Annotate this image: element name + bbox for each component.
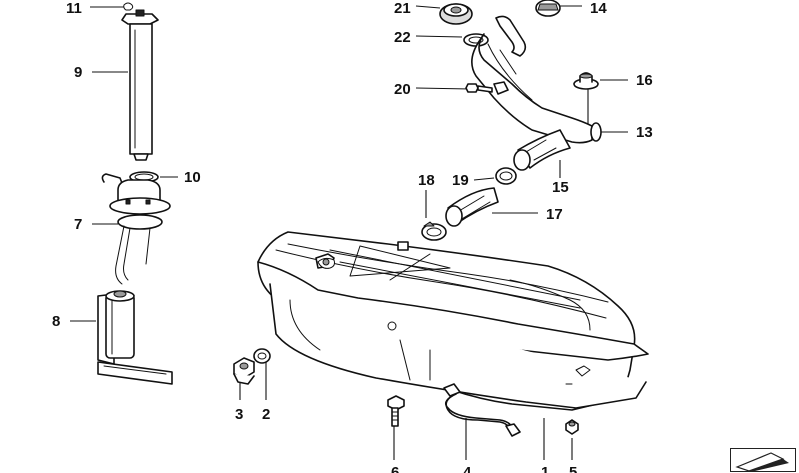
part-7-pump-flange: [101, 173, 171, 285]
callout-8[interactable]: 8: [52, 313, 61, 330]
part-16-vent-valve: [573, 72, 599, 90]
callout-15[interactable]: 15: [552, 179, 569, 196]
part-5-nut: [565, 419, 579, 435]
callout-4[interactable]: 4: [463, 464, 472, 473]
callout-18[interactable]: 18: [418, 172, 435, 189]
part-6-bolt: [387, 395, 405, 427]
diagram-arrow-logo-icon: [730, 448, 796, 472]
callout-10[interactable]: 10: [184, 169, 201, 186]
callout-1[interactable]: 1: [541, 464, 550, 473]
part-15-hose: [513, 129, 571, 171]
callout-21[interactable]: 21: [394, 0, 411, 17]
callout-20[interactable]: 20: [394, 81, 411, 98]
callout-2[interactable]: 2: [262, 406, 271, 423]
part-17-lower-hose: [445, 187, 499, 227]
part-14-clamp: [535, 0, 561, 17]
callout-5[interactable]: 5: [569, 464, 578, 473]
callout-9[interactable]: 9: [74, 64, 83, 81]
callout-14[interactable]: 14: [590, 0, 607, 17]
part-8-fuel-pump: [97, 290, 173, 385]
part-3-drain-plug: [233, 357, 255, 385]
part-13-filler-neck: [471, 15, 602, 144]
part-18-clamp: [421, 221, 447, 241]
callout-19[interactable]: 19: [452, 172, 469, 189]
part-21-filler-cap: [439, 3, 473, 25]
part-2-washer: [253, 348, 271, 364]
part-4-fuel-line: [443, 383, 521, 437]
callout-11[interactable]: 11: [66, 0, 82, 17]
part-22-seal: [463, 33, 489, 47]
callout-17[interactable]: 17: [546, 206, 563, 223]
callout-7[interactable]: 7: [74, 216, 83, 233]
callout-6[interactable]: 6: [391, 464, 400, 473]
part-9-sender-tube: [121, 9, 159, 161]
callout-13[interactable]: 13: [636, 124, 653, 141]
callout-22[interactable]: 22: [394, 29, 411, 46]
part-19-clamp: [495, 167, 517, 185]
callout-3[interactable]: 3: [235, 406, 244, 423]
part-20-bolt: [465, 81, 509, 95]
part-11-clip: [123, 2, 134, 11]
part-1-fuel-tank: [257, 231, 649, 411]
callout-16[interactable]: 16: [636, 72, 653, 89]
